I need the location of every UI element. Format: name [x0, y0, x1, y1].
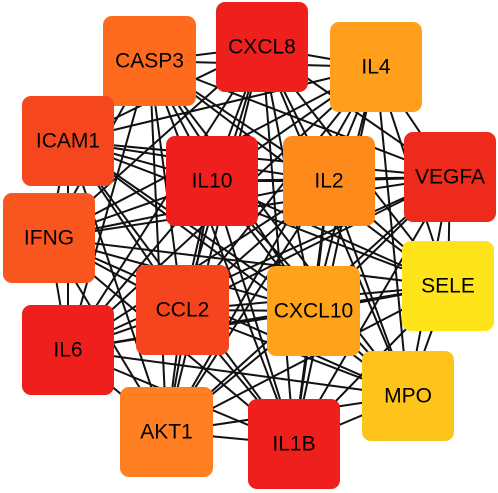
node-box-il2: [283, 136, 375, 226]
node-label-vegfa: VEGFA: [415, 166, 485, 189]
edge-cxcl8-il1b: [261, 46, 295, 445]
edge-casp3-mpo: [148, 60, 409, 397]
node-box-il6: [22, 305, 114, 395]
node-box-il4: [330, 22, 422, 112]
edge-casp3-il1b: [148, 60, 295, 445]
node-label-akt1: AKT1: [140, 421, 193, 444]
node-vegfa[interactable]: VEGFA: [404, 132, 496, 222]
node-box-il10: [166, 136, 258, 226]
edge-cxcl8-akt1: [165, 46, 263, 433]
node-il4[interactable]: IL4: [330, 22, 422, 112]
node-box-akt1: [120, 387, 213, 477]
node-mpo[interactable]: MPO: [362, 351, 454, 441]
node-box-mpo: [362, 351, 454, 441]
node-label-ifng: IFNG: [24, 227, 74, 250]
node-ifng[interactable]: IFNG: [3, 193, 95, 283]
edge-cxcl8-il6: [67, 46, 263, 351]
node-cxcl8[interactable]: CXCL8: [216, 2, 308, 92]
node-box-cxcl10: [267, 266, 360, 356]
node-icam1[interactable]: ICAM1: [22, 96, 114, 186]
node-box-il1b: [248, 399, 340, 489]
node-box-ifng: [3, 193, 95, 283]
edge-il4-il1b: [293, 66, 377, 445]
node-label-sele: SELE: [421, 275, 475, 298]
node-box-ccl2: [136, 265, 229, 355]
node-box-cxcl8: [216, 2, 308, 92]
node-label-icam1: ICAM1: [36, 130, 100, 153]
edge-ifng-sele: [48, 237, 449, 287]
node-il6[interactable]: IL6: [22, 305, 114, 395]
node-ccl2[interactable]: CCL2: [136, 265, 229, 355]
edge-il4-icam1: [67, 66, 377, 142]
node-box-casp3: [103, 16, 196, 106]
node-label-casp3: CASP3: [115, 50, 184, 73]
node-akt1[interactable]: AKT1: [120, 387, 213, 477]
edge-il4-mpo: [375, 66, 409, 397]
node-box-icam1: [22, 96, 114, 186]
node-label-cxcl10: CXCL10: [274, 300, 353, 323]
node-label-cxcl8: CXCL8: [228, 36, 296, 59]
node-label-ccl2: CCL2: [156, 299, 210, 322]
node-label-il10: IL10: [192, 170, 233, 193]
node-box-sele: [402, 241, 494, 331]
node-casp3[interactable]: CASP3: [103, 16, 196, 106]
edge-icam1-vegfa: [67, 140, 451, 178]
node-label-il2: IL2: [314, 170, 343, 193]
node-il1b[interactable]: IL1B: [248, 399, 340, 489]
node-sele[interactable]: SELE: [402, 241, 494, 331]
node-box-vegfa: [404, 132, 496, 222]
node-label-mpo: MPO: [384, 385, 432, 408]
edge-casp3-akt1: [148, 60, 168, 433]
edge-il6-mpo: [67, 349, 409, 397]
node-cxcl10[interactable]: CXCL10: [267, 266, 360, 356]
node-label-il1b: IL1B: [272, 433, 315, 456]
edge-il4-akt1: [165, 66, 377, 433]
node-il10[interactable]: IL10: [166, 136, 258, 226]
node-label-il6: IL6: [53, 339, 82, 362]
node-label-il4: IL4: [361, 56, 391, 79]
node-il2[interactable]: IL2: [283, 136, 375, 226]
